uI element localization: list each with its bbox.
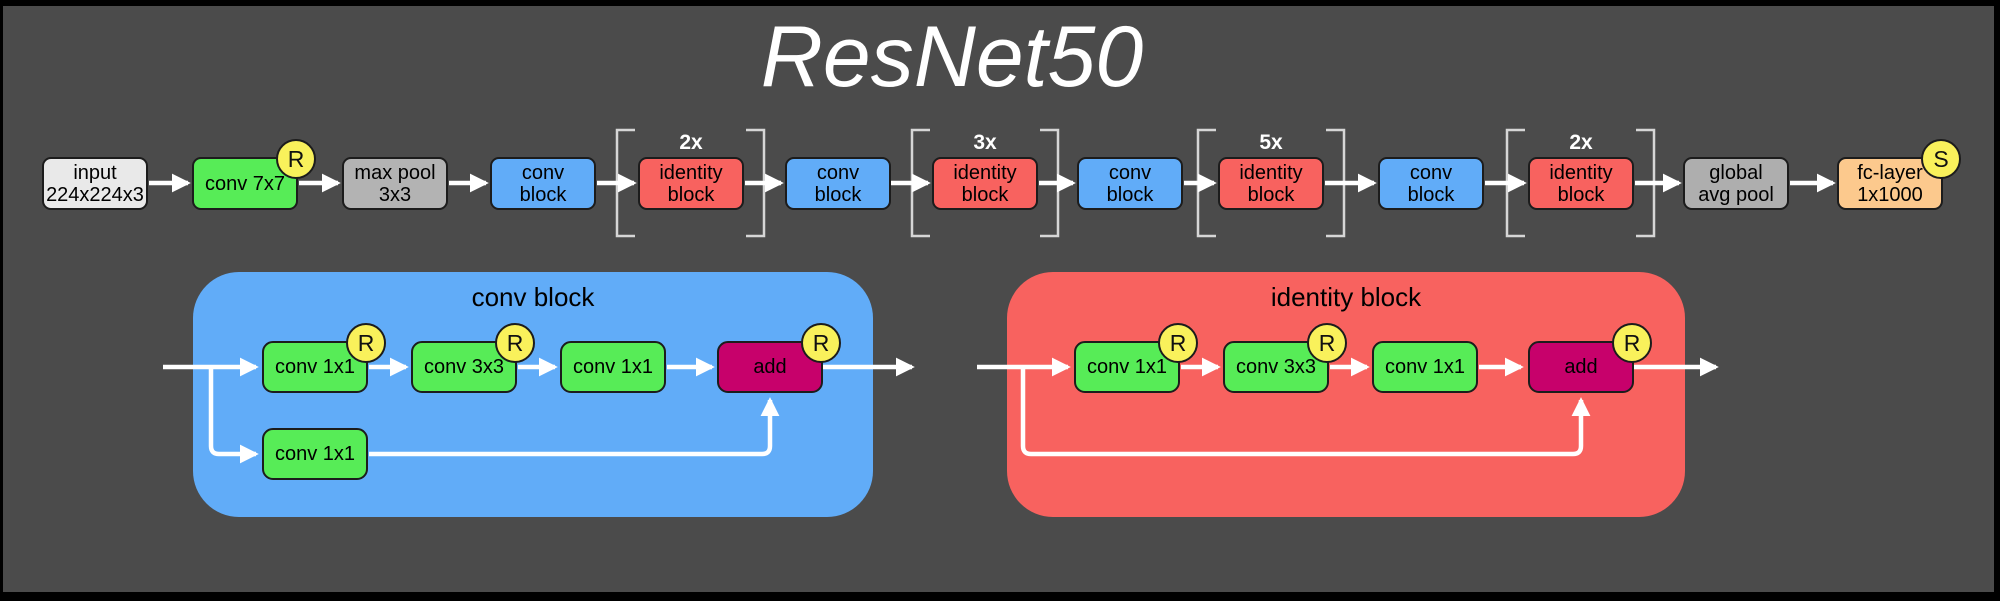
identity-block-conv1x1-b: conv 1x1 <box>1372 341 1478 393</box>
identity-block-conv1x1-a: conv 1x1 R <box>1074 323 1198 393</box>
node-conv-block-2: conv block <box>785 157 891 210</box>
repeat-count-label: 3x <box>973 131 997 154</box>
repeat-count-label: 2x <box>1569 131 1593 154</box>
relu-badge: R <box>801 323 841 363</box>
node-label: identity <box>1239 161 1303 184</box>
node-label: conv 1x1 <box>572 356 654 378</box>
node-label: input <box>73 161 117 184</box>
diagram-title: ResNet50 <box>760 9 1144 105</box>
conv-block-detail-title: conv block <box>471 282 595 312</box>
node-label: identity <box>659 161 723 184</box>
window-right-edge <box>1994 0 2000 604</box>
node-label: block <box>961 183 1009 206</box>
relu-badge: R <box>346 323 386 363</box>
node-global-avg-pool: global avg pool <box>1683 157 1789 210</box>
node-label: avg pool <box>1698 183 1774 206</box>
node-identity-block-2: identity block <box>932 157 1038 210</box>
node-label: add <box>1564 356 1598 378</box>
conv-block-shortcut-conv1x1: conv 1x1 <box>262 428 368 480</box>
node-identity-block-1: identity block <box>638 157 744 210</box>
repeat-count-label: 5x <box>1259 131 1283 154</box>
node-label: block <box>1557 183 1605 206</box>
repeat-count-label: 2x <box>679 131 703 154</box>
conv-block-conv3x3: conv 3x3 R <box>411 323 535 393</box>
node-label: block <box>667 183 715 206</box>
identity-block-arrows <box>977 357 1719 457</box>
node-label: conv 1x1 <box>274 356 356 378</box>
node-label: max pool <box>354 161 436 184</box>
node-label: add <box>753 356 787 378</box>
conv-block-conv1x1-b: conv 1x1 <box>560 341 666 393</box>
node-label: conv <box>521 161 565 184</box>
node-label: 3x3 <box>378 183 412 206</box>
node-label: conv 1x1 <box>1384 356 1466 378</box>
node-label: block <box>1106 183 1154 206</box>
node-input: input 224x224x3 <box>42 157 148 210</box>
shortcut-split-arrow <box>208 367 259 464</box>
node-label: conv 1x1 <box>274 443 356 465</box>
node-label: conv 7x7 <box>204 172 286 195</box>
node-label: conv 3x3 <box>423 356 505 378</box>
identity-block-detail: identity block <box>1007 272 1685 517</box>
window-left-edge <box>0 0 3 604</box>
node-maxpool: max pool 3x3 <box>342 157 448 210</box>
window-bottom-edge <box>0 592 2000 601</box>
node-label: global <box>1709 161 1763 184</box>
node-label: conv <box>1409 161 1453 184</box>
node-label: block <box>519 183 567 206</box>
conv-block-add: add R <box>717 323 841 393</box>
node-conv-block-4: conv block <box>1378 157 1484 210</box>
node-identity-block-3: identity block <box>1218 157 1324 210</box>
node-identity-block-4: identity block <box>1528 157 1634 210</box>
relu-badge: R <box>1158 323 1198 363</box>
relu-badge: R <box>1612 323 1652 363</box>
node-label: conv <box>1108 161 1152 184</box>
relu-badge: R <box>495 323 535 363</box>
window-top-edge <box>0 0 2000 6</box>
node-conv7x7: conv 7x7 R <box>192 139 316 210</box>
conv-block-conv1x1-a: conv 1x1 R <box>262 323 386 393</box>
softmax-badge: S <box>1921 139 1961 179</box>
window-bottom-highlight <box>0 601 2000 604</box>
shortcut-merge-arrow <box>369 397 780 457</box>
node-conv-block-3: conv block <box>1077 157 1183 210</box>
node-label: block <box>1247 183 1295 206</box>
node-label: block <box>814 183 862 206</box>
relu-badge: R <box>1307 323 1347 363</box>
skip-connection-arrow <box>1020 367 1591 457</box>
node-fc-layer: fc-layer 1x1000 S <box>1837 139 1961 210</box>
node-label: block <box>1407 183 1455 206</box>
node-label: identity <box>953 161 1017 184</box>
node-conv-block-1: conv block <box>490 157 596 210</box>
node-label: identity <box>1549 161 1613 184</box>
identity-block-add: add R <box>1528 323 1652 393</box>
node-label: 1x1000 <box>1857 183 1923 206</box>
node-label: conv 1x1 <box>1086 356 1168 378</box>
identity-block-conv3x3: conv 3x3 R <box>1223 323 1347 393</box>
identity-block-detail-title: identity block <box>1270 282 1422 312</box>
node-label: conv <box>816 161 860 184</box>
node-label: 224x224x3 <box>46 183 144 206</box>
conv-block-arrows <box>163 357 915 464</box>
node-label: conv 3x3 <box>1235 356 1317 378</box>
node-label: fc-layer <box>1857 161 1923 184</box>
relu-badge: R <box>276 139 316 179</box>
